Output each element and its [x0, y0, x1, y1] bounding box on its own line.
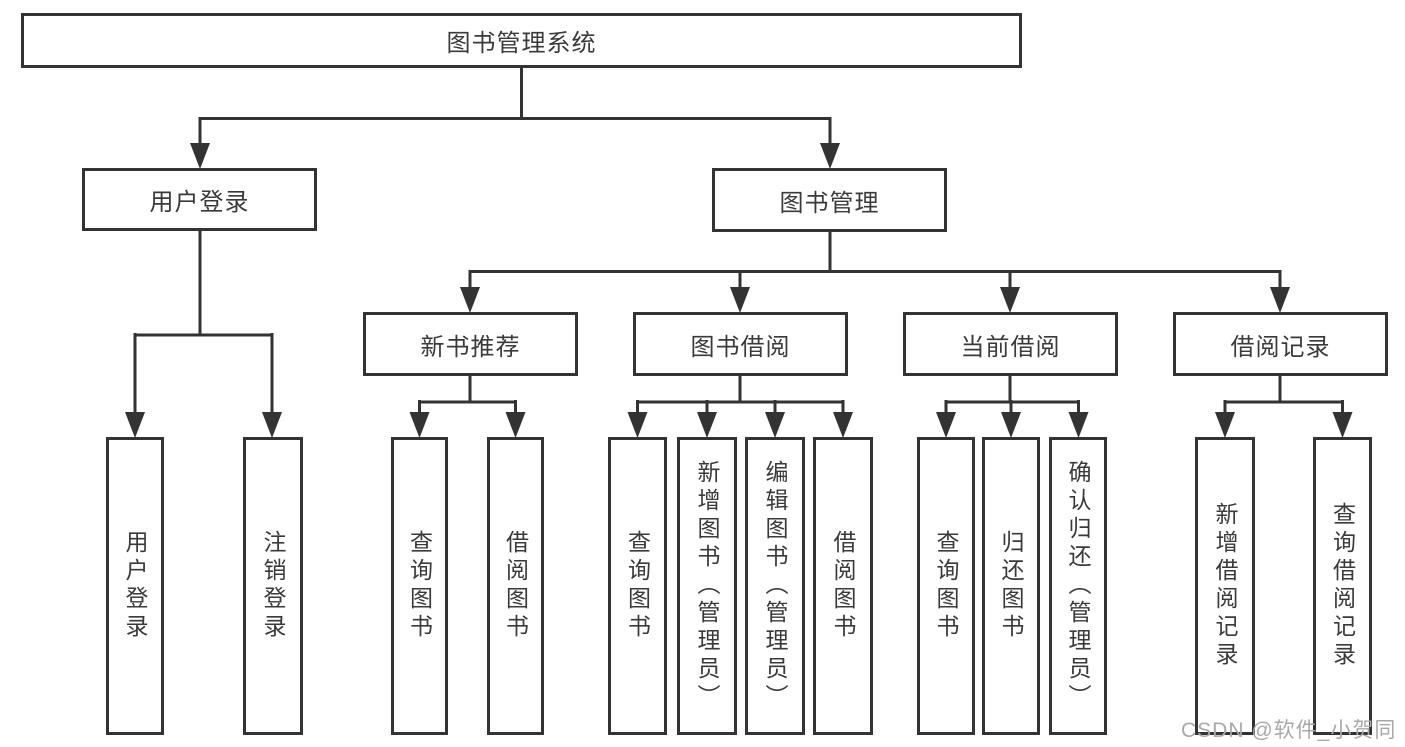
- arrowhead: [1270, 287, 1290, 313]
- node-book-management: 图书管理: [712, 168, 947, 232]
- arrowhead: [820, 143, 840, 169]
- arrowhead: [730, 287, 750, 313]
- arrowhead: [765, 412, 785, 438]
- node-system-title: 图书管理系统: [21, 13, 1022, 68]
- node-borrowing-records: 借阅记录: [1173, 312, 1388, 376]
- leaf-borrow-books-borrowing: 借阅图书: [813, 437, 873, 735]
- leaf-query-borrow-record: 查询借阅记录: [1313, 437, 1372, 735]
- arrowhead: [1001, 412, 1021, 438]
- arrowhead: [1332, 412, 1353, 438]
- leaf-confirm-return-admin: 确认归还（管理员）: [1049, 437, 1107, 735]
- leaf-user-login: 用户登录: [106, 437, 164, 735]
- node-current-borrowing: 当前借阅: [903, 312, 1118, 376]
- leaf-logout: 注销登录: [243, 437, 303, 735]
- edge-userlogin-to-leaves: [125, 230, 282, 438]
- edge-system-to-level2: [190, 68, 840, 169]
- leaf-add-books-admin: 新增图书（管理员）: [677, 437, 737, 735]
- leaf-query-books-recommendation: 查询图书: [391, 437, 448, 735]
- edge-bookmanagement-to-level3: [460, 231, 1290, 313]
- arrowhead: [505, 412, 526, 438]
- arrowhead: [1000, 287, 1020, 313]
- leaf-return-books: 归还图书: [982, 437, 1040, 735]
- leaf-query-books-borrowing: 查询图书: [608, 437, 667, 735]
- node-new-book-recommendation: 新书推荐: [363, 312, 578, 376]
- node-user-login: 用户登录: [82, 168, 317, 231]
- csdn-watermark: CSDN @软件_小贺同学: [1181, 719, 1397, 742]
- leaf-borrow-books-recommendation: 借阅图书: [487, 437, 544, 735]
- arrowhead: [262, 412, 282, 438]
- leaf-edit-books-admin: 编辑图书（管理员）: [745, 437, 805, 735]
- edge-bookborrowing-to-leaves: [627, 376, 853, 438]
- arrowhead: [409, 412, 430, 438]
- arrowhead: [1215, 412, 1235, 438]
- arrowhead: [460, 287, 480, 313]
- leaf-query-books-current: 查询图书: [917, 437, 975, 735]
- arrowhead: [936, 412, 956, 438]
- arrowhead: [125, 412, 145, 438]
- arrowhead: [627, 412, 648, 438]
- arrowhead: [190, 143, 210, 169]
- arrowhead: [697, 412, 717, 438]
- edge-borrowrecords-to-leaves: [1215, 376, 1353, 438]
- edge-newbookrec-to-leaves: [409, 376, 526, 438]
- arrowhead: [1068, 412, 1089, 438]
- leaf-add-borrow-record: 新增借阅记录: [1195, 437, 1255, 735]
- arrowhead: [833, 412, 853, 438]
- edge-currentborrowing-to-leaves: [936, 376, 1089, 438]
- node-book-borrowing: 图书借阅: [633, 312, 848, 376]
